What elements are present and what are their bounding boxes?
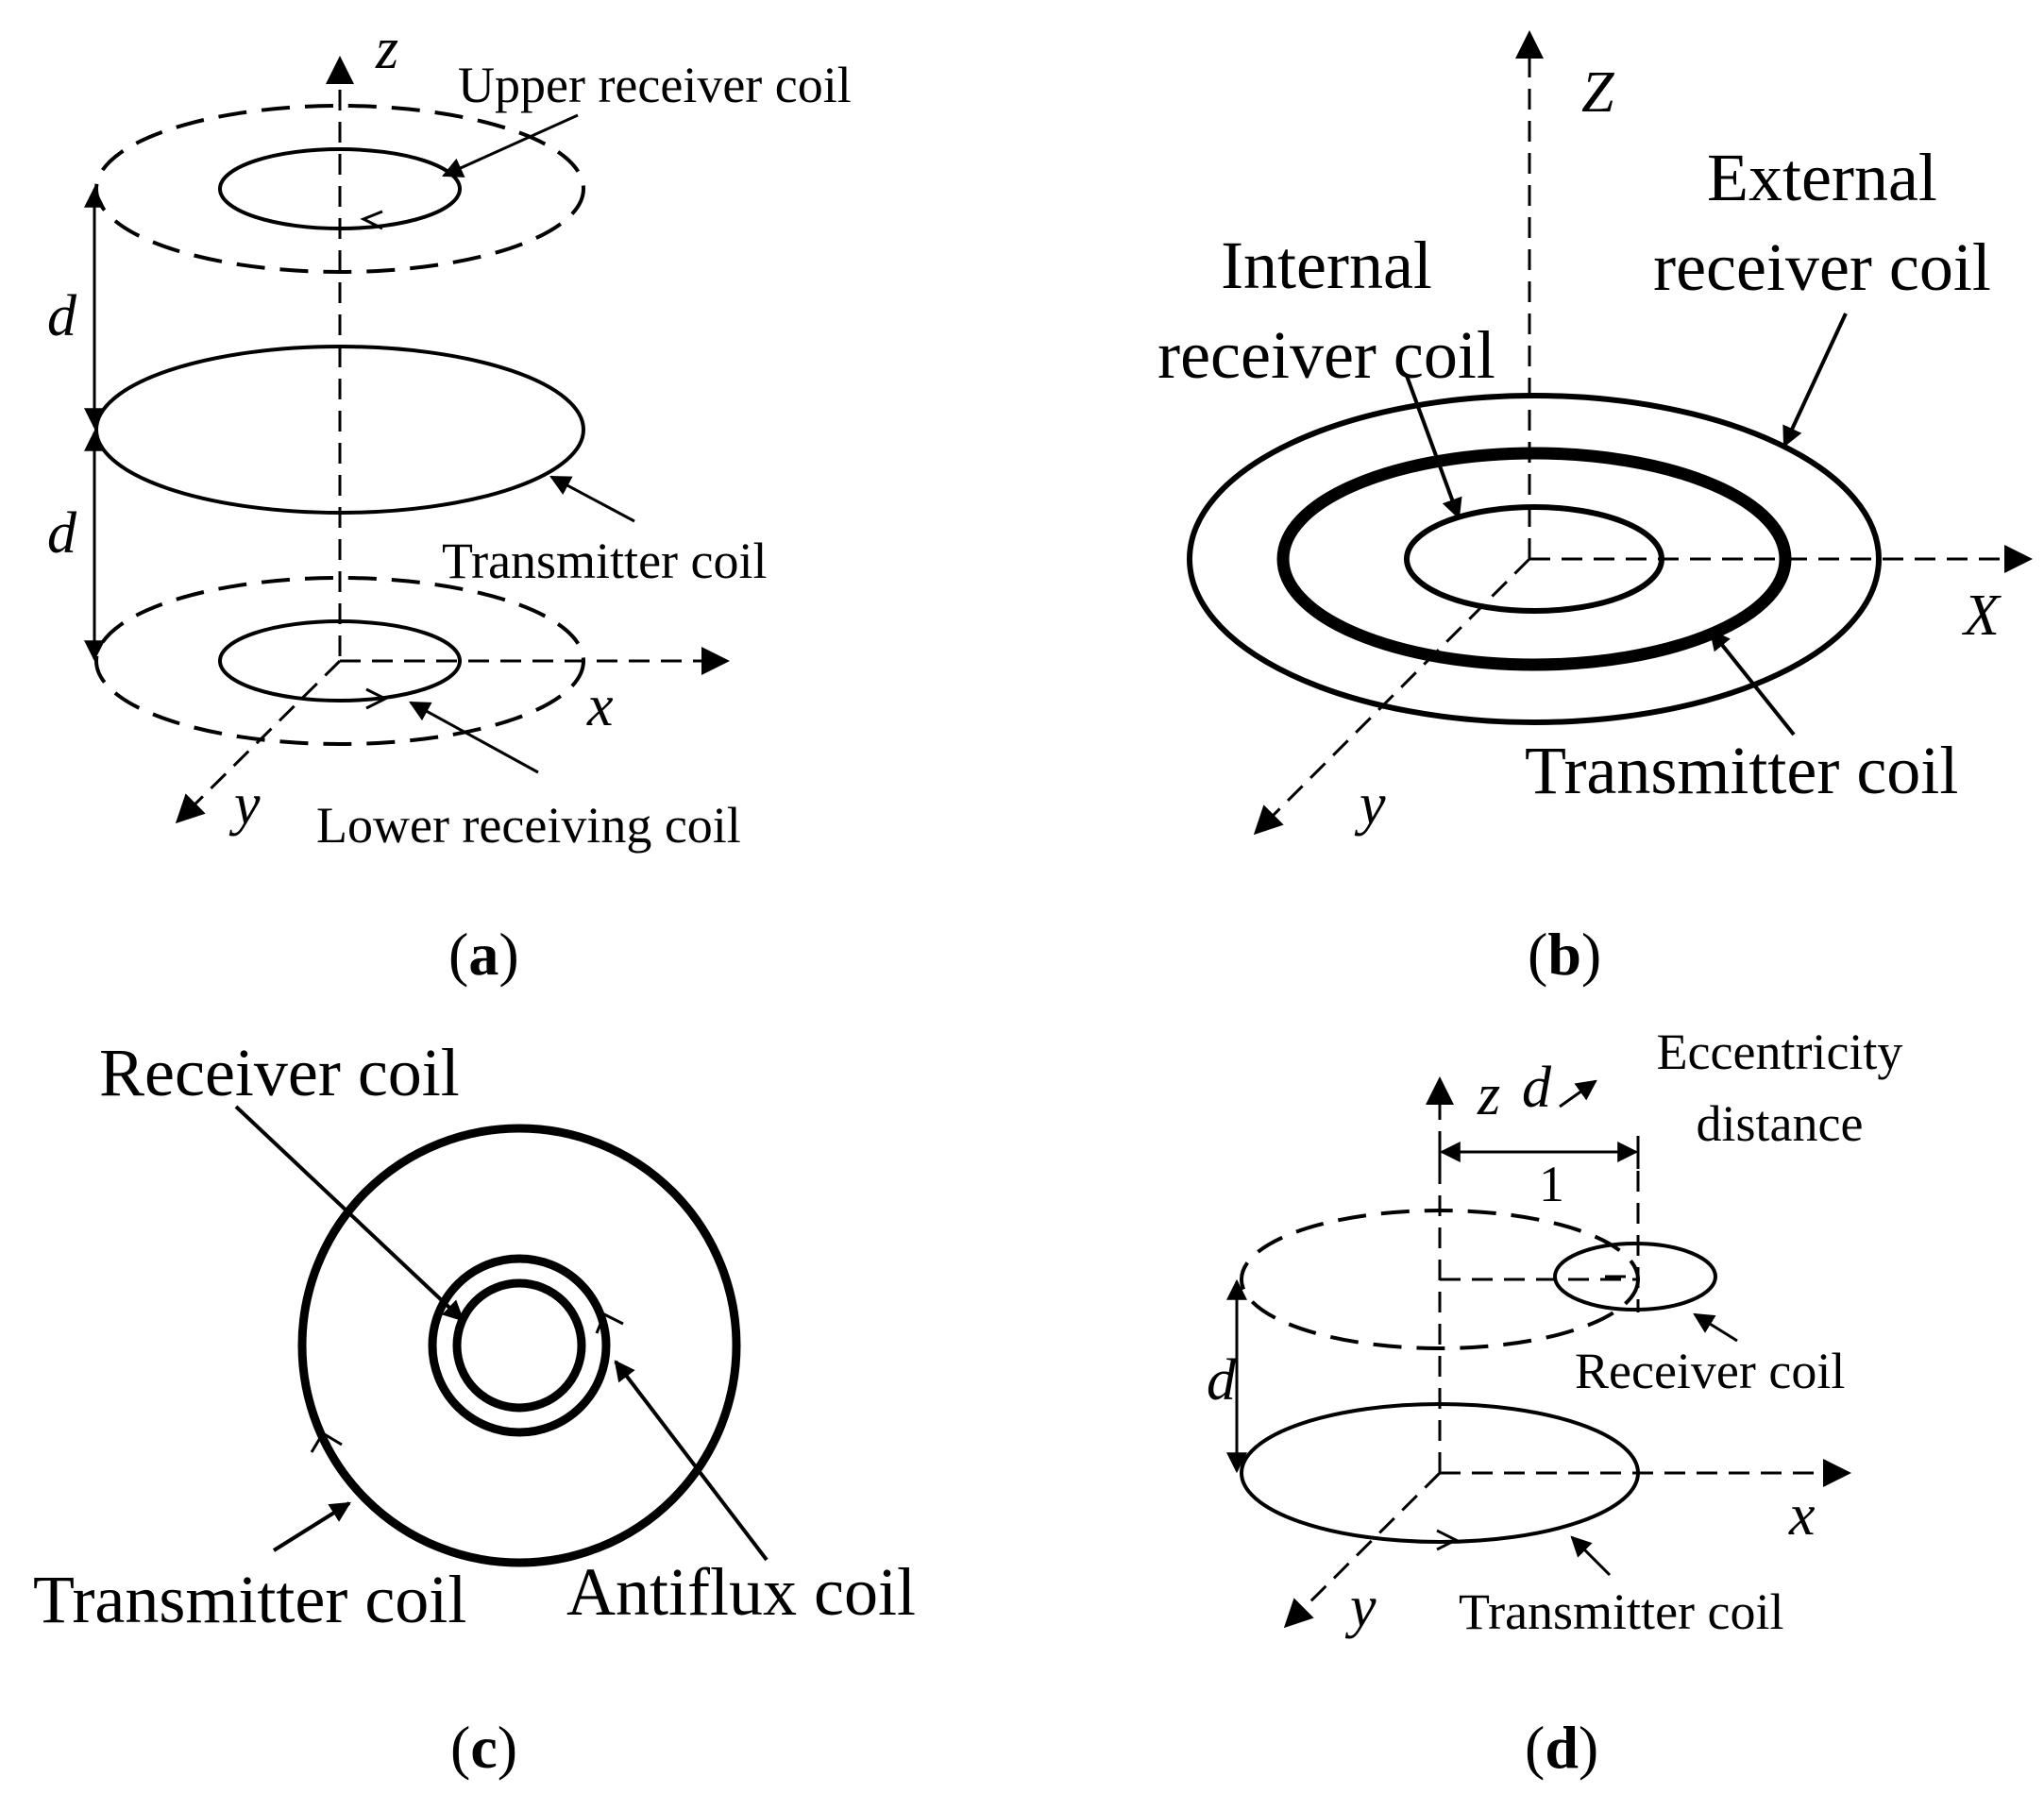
panel-a-d-lower-label: d: [47, 501, 77, 566]
panel-c-receiver-label: Receiver coil: [99, 1035, 460, 1110]
panel-c-antiflux-leader: [614, 1360, 769, 1562]
panel-a-upper-receiver-label: Upper receiver coil: [458, 57, 852, 113]
panel-d-y-label: y: [1344, 1575, 1377, 1639]
panel-a-lower-receiver-coil: [218, 619, 462, 702]
panel-b-transmitter-coil: [1276, 447, 1792, 671]
panel-a-caption: (a): [448, 921, 519, 988]
panel-a-upper-current-arrow: [360, 210, 383, 230]
panel-a-x-label: x: [586, 674, 614, 738]
panel-a-d-upper-label: d: [47, 284, 77, 348]
panel-a-z-label: z: [375, 17, 398, 81]
panel-b-internal-receiver-coil: [1404, 504, 1664, 614]
panel-b-external-label-line2: receiver coil: [1653, 229, 1991, 305]
panel-d-x-label: x: [1788, 1483, 1816, 1548]
panel-b-transmitter-label: Transmitter coil: [1525, 733, 1958, 808]
panel-c-antiflux-coil: [428, 1254, 611, 1437]
panel-c-receiver-coil: [452, 1278, 586, 1413]
panel-c-caption: (c): [450, 1714, 517, 1781]
panel-d-z-label: z: [1477, 1063, 1500, 1127]
panel-b-z-label: Z: [1581, 60, 1614, 125]
panel-d-eccentricity-subscript: 1: [1539, 1156, 1564, 1212]
panel-d-transmitter-current-arrow: [1436, 1529, 1460, 1551]
panel-c-transmitter-leader: [272, 1501, 351, 1552]
panel-b-caption: (b): [1528, 921, 1601, 988]
panel-a-transmitter-leader: [549, 475, 635, 523]
panel-c-antiflux-label: Antiflux coil: [566, 1554, 916, 1630]
panel-b-transmitter-leader: [1709, 629, 1796, 736]
panel-b-internal-label-line1: Internal: [1221, 228, 1432, 303]
panel-a-lower-receiver-leader: [409, 701, 539, 774]
panel-b-y-label: y: [1354, 772, 1386, 837]
panel-d-height-label: d: [1207, 1348, 1237, 1413]
panel-a-y-axis: [175, 659, 342, 824]
panel-b-internal-leader: [1405, 375, 1462, 520]
panel-a-transmitter-coil: [94, 345, 585, 515]
panel-c-transmitter-current-arrow: [310, 1430, 343, 1453]
panel-d-caption: (d): [1525, 1714, 1598, 1781]
panel-b: Z X y Internal receiver coil External re…: [1157, 30, 2033, 988]
panel-a: z x y d d Upper receiver coil Transmitte…: [47, 17, 852, 988]
panel-c: Receiver coil Transmitter coil Antiflux …: [33, 1035, 916, 1781]
panel-d-eccentricity-label-line2: distance: [1697, 1095, 1864, 1152]
panel-c-antiflux-current-arrow: [595, 1312, 624, 1334]
panel-a-lower-receiver-label: Lower receiving coil: [316, 797, 741, 854]
panel-d-receiver-coil: [1553, 1242, 1717, 1312]
panel-c-receiver-leader: [234, 1105, 465, 1322]
panel-d: z x y d 1 Eccentricity distance d Receiv…: [1207, 1024, 1902, 1781]
panel-d-receiver-leader: [1693, 1312, 1738, 1343]
panel-c-transmitter-coil: [297, 1124, 741, 1567]
panel-d-receiver-label: Receiver coil: [1575, 1343, 1845, 1399]
panel-b-internal-label-line2: receiver coil: [1157, 317, 1495, 393]
panel-d-eccentricity-leader: [1559, 1079, 1597, 1109]
panel-d-transmitter-label: Transmitter coil: [1459, 1583, 1784, 1640]
panel-d-y-axis: [1283, 1471, 1442, 1629]
panel-b-external-label-line1: External: [1707, 140, 1937, 215]
panel-a-upper-receiver-leader: [441, 113, 579, 178]
panel-a-transmitter-label: Transmitter coil: [442, 533, 768, 589]
panel-b-external-receiver-coil: [1187, 393, 1882, 725]
panel-b-external-leader: [1782, 313, 1848, 448]
panel-a-upper-receiver-coil: [218, 147, 462, 230]
panel-a-lower-current-arrow: [365, 687, 389, 710]
panel-d-eccentricity-symbol: d: [1522, 1056, 1552, 1120]
panel-a-y-label: y: [228, 772, 261, 837]
panel-c-transmitter-label: Transmitter coil: [33, 1562, 466, 1637]
panel-d-transmitter-leader: [1570, 1535, 1612, 1577]
panel-d-eccentricity-label-line1: Eccentricity: [1657, 1024, 1903, 1080]
panel-b-x-label: X: [1961, 584, 2002, 648]
